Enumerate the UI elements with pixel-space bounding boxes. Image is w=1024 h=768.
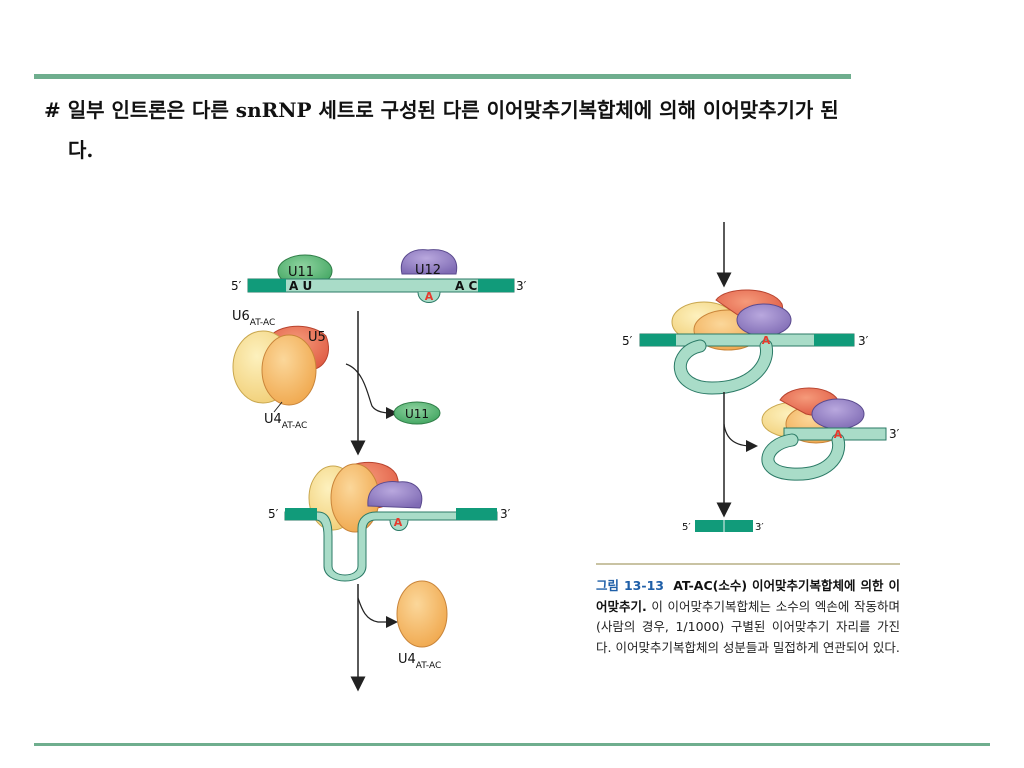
heading-line1: # 일부 인트론은 다른 snRNP 세트로 구성된 다른 이어맞추기복합체에 … [44,98,839,122]
five-prime-ligated: 5′ [682,522,691,533]
lariat-fill-released [762,434,845,480]
branch-a-released: A [834,428,843,441]
u6-label: U6AT-AC [232,309,275,328]
u11-released-particle [393,401,441,425]
u4-label-sub: AT-AC [282,421,307,431]
lariat-fill-top [674,340,773,394]
figure-body: 이 이어맞추기복합체는 소수의 엑손에 작동하며(사람의 경우, 1/1000)… [596,598,900,655]
u12-particle-3 [736,303,792,337]
slide-heading: # 일부 인트론은 다른 snRNP 세트로 구성된 다른 이어맞추기복합체에 … [44,90,994,170]
three-prime-top: 3′ [516,279,527,293]
u12-particle-4 [811,398,865,430]
u12-particle-2 [367,481,423,509]
u4-label: U4AT-AC [264,412,307,431]
u4-particle [261,334,317,406]
spliceosome-left: 5′ 3′ A [268,461,511,582]
u11-label: U11 [288,265,314,280]
exon-left-mid [285,508,317,520]
three-prime-released: 3′ [889,427,900,441]
tri-snrnp: U6AT-AC U5 U4AT-AC [232,309,329,431]
ac-label: A C [455,279,477,293]
caption-rule [596,563,900,565]
five-prime-top: 5′ [231,279,242,293]
lariat-released: A 3′ [761,387,900,481]
figure-title: AT-AC(소수) 이어맞추기복합체에 의한 이어맞추기. [596,578,900,614]
ligated-exons: 5′ 3′ [682,520,764,533]
u12-particle [400,249,458,275]
exon-right-mid [456,508,497,520]
five-prime-mid: 5′ [268,507,279,521]
bottom-rule [34,743,990,746]
u11-released-label: U11 [405,407,429,421]
figure-caption: 그림 13-13 AT-AC(소수) 이어맞추기복합체에 의한 이어맞추기. 이… [596,576,900,658]
branch-bulge-top [417,291,441,303]
branch-a-mid: A [394,516,403,529]
u4-label-main: U4 [264,412,282,427]
u6-label-main: U6 [232,309,250,324]
exon-right-right [814,334,854,346]
branch-a-right-top: A [762,334,771,347]
three-prime-ligated: 3′ [755,522,764,533]
u4-leader-line [273,401,283,413]
arrow-lariat-release [723,423,758,452]
u4-released-particle [396,580,448,648]
exon-left-top [248,279,286,292]
premrna-top: U11 U12 5′ 3′ A U A C A [231,249,527,303]
u6-label-sub: AT-AC [250,318,275,328]
three-prime-right: 3′ [858,334,869,348]
branch-a-top: A [425,290,434,303]
u5-label: U5 [308,330,326,345]
u4-released-sub: AT-AC [416,661,441,671]
arrow-u11-release [345,363,398,419]
au-label: A U [289,279,312,293]
exon-right-top [478,279,514,292]
branch-bulge-mid [389,519,409,531]
u12-label: U12 [415,263,441,278]
three-prime-mid: 3′ [500,507,511,521]
exon-left-right [640,334,676,346]
top-rule [34,74,851,79]
spliceosome-right-top: 5′ 3′ A [622,289,869,395]
u4-released-label: U4AT-AC [398,652,441,671]
figure-number: 그림 13-13 [596,578,664,593]
five-prime-right: 5′ [622,334,633,348]
arrow-u4-release [357,597,398,628]
heading-line2: 다. [68,138,94,162]
u4-released-main: U4 [398,652,416,667]
